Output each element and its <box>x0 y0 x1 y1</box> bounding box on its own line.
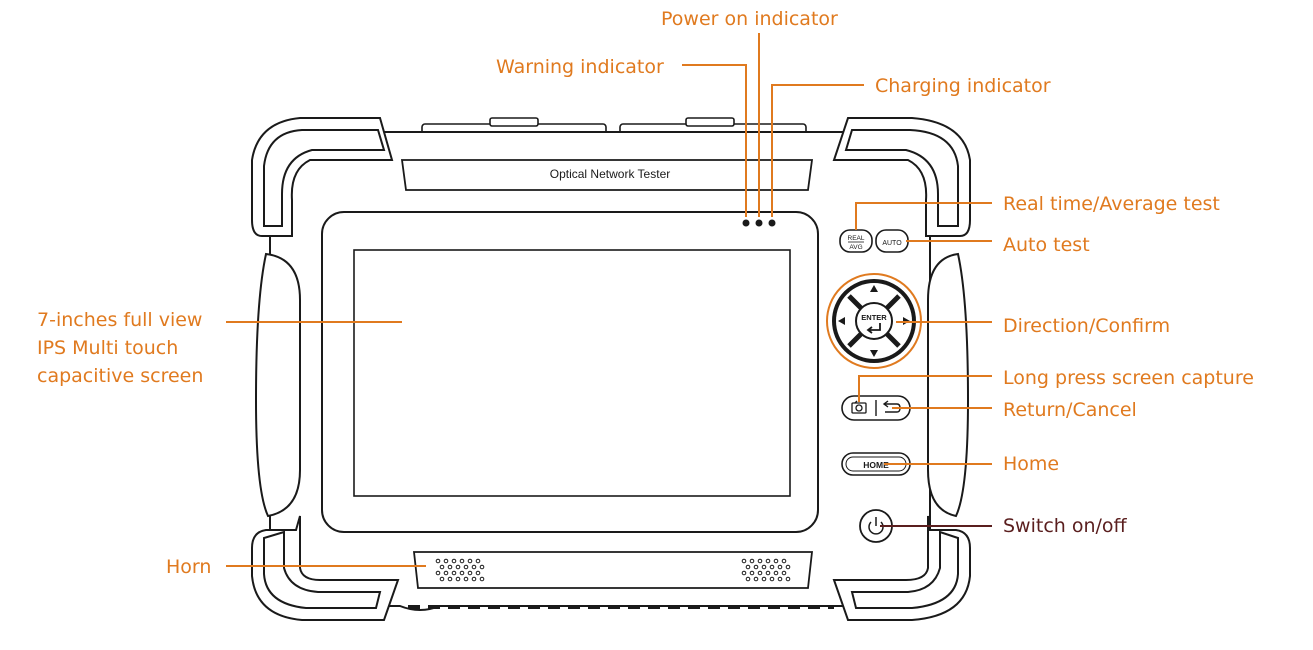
grille-hole <box>471 576 477 582</box>
label-screen: 7-inches full view IPS Multi touch capac… <box>37 309 204 387</box>
grille-hole <box>753 564 759 570</box>
grille-hole <box>785 564 791 570</box>
grille-hole <box>459 570 465 576</box>
home-label: HOME <box>863 460 889 470</box>
charging-led <box>768 219 776 227</box>
capture-leader <box>858 375 992 402</box>
grille-hole <box>447 576 453 582</box>
grille-hole <box>741 558 747 564</box>
warning-led <box>742 219 750 227</box>
down-arrow-icon <box>870 350 878 357</box>
grille-hole <box>741 570 747 576</box>
label-return: Return/Cancel <box>1003 399 1137 421</box>
grille-hole <box>745 576 751 582</box>
nameplate-plate <box>400 159 814 191</box>
left-bumper <box>251 117 400 621</box>
grille-hole <box>467 558 473 564</box>
charging-leader <box>771 84 864 217</box>
enter-label: ENTER <box>861 313 887 322</box>
real-avg-leader <box>855 202 992 230</box>
grille-hole <box>455 576 461 582</box>
grille-hole <box>753 576 759 582</box>
grille-hole <box>781 558 787 564</box>
grille-hole <box>435 558 441 564</box>
grille-hole <box>765 570 771 576</box>
grille-hole <box>475 570 481 576</box>
label-power-on: Power on indicator <box>661 8 838 30</box>
grille-hole <box>443 558 449 564</box>
power-led <box>755 219 763 227</box>
grille-hole <box>745 564 751 570</box>
label-real-avg: Real time/Average test <box>1003 193 1220 215</box>
left-arrow-icon <box>838 317 845 325</box>
up-arrow-icon <box>870 285 878 292</box>
speaker-grille-left <box>435 558 485 582</box>
direction-pad[interactable]: ENTER <box>826 273 922 369</box>
enter-arrow-icon <box>866 323 881 334</box>
grille-hole <box>459 558 465 564</box>
camera-icon <box>851 400 867 414</box>
label-direction: Direction/Confirm <box>1003 315 1171 337</box>
grille-hole <box>765 558 771 564</box>
grille-hole <box>455 564 461 570</box>
grille-hole <box>769 576 775 582</box>
grille-hole <box>439 576 445 582</box>
grille-hole <box>749 570 755 576</box>
grille-hole <box>781 570 787 576</box>
label-switch: Switch on/off <box>1003 515 1127 537</box>
grille-hole <box>467 570 473 576</box>
auto-button[interactable]: AUTO <box>875 229 909 253</box>
speaker-panel <box>412 551 814 589</box>
real-avg-label-top: REAL <box>848 235 865 242</box>
grille-hole <box>475 558 481 564</box>
display-screen <box>353 249 791 497</box>
callout-lines <box>226 33 992 567</box>
nameplate-text: Optical Network Tester <box>550 167 671 181</box>
grille-hole <box>777 564 783 570</box>
indicator-leds <box>742 219 776 227</box>
grille-hole <box>773 570 779 576</box>
real-avg-label-bottom: AVG <box>849 244 862 251</box>
grille-hole <box>447 564 453 570</box>
grille-hole <box>479 564 485 570</box>
grille-hole <box>757 558 763 564</box>
grille-hole <box>479 576 485 582</box>
label-charging: Charging indicator <box>875 75 1051 97</box>
label-screen-capture: Long press screen capture <box>1003 367 1254 389</box>
grille-hole <box>749 558 755 564</box>
enter-button <box>855 302 893 340</box>
grille-hole <box>443 570 449 576</box>
label-auto-test: Auto test <box>1003 234 1090 256</box>
grille-hole <box>451 570 457 576</box>
home-button[interactable]: HOME <box>841 452 911 476</box>
warning-leader <box>682 64 747 217</box>
grille-hole <box>435 570 441 576</box>
label-horn: Horn <box>166 556 212 578</box>
grille-hole <box>463 576 469 582</box>
grille-hole <box>761 564 767 570</box>
real-avg-button[interactable]: REAL AVG <box>839 229 873 253</box>
grille-hole <box>471 564 477 570</box>
grille-hole <box>777 576 783 582</box>
grille-hole <box>451 558 457 564</box>
right-bumper <box>832 117 971 621</box>
grille-hole <box>785 576 791 582</box>
grille-hole <box>439 564 445 570</box>
auto-label: AUTO <box>882 240 902 247</box>
label-warning: Warning indicator <box>496 56 664 78</box>
speaker-grille-right <box>741 558 791 582</box>
label-home: Home <box>1003 453 1060 475</box>
grille-hole <box>463 564 469 570</box>
grille-hole <box>773 558 779 564</box>
grille-hole <box>757 570 763 576</box>
grille-hole <box>769 564 775 570</box>
grille-hole <box>761 576 767 582</box>
